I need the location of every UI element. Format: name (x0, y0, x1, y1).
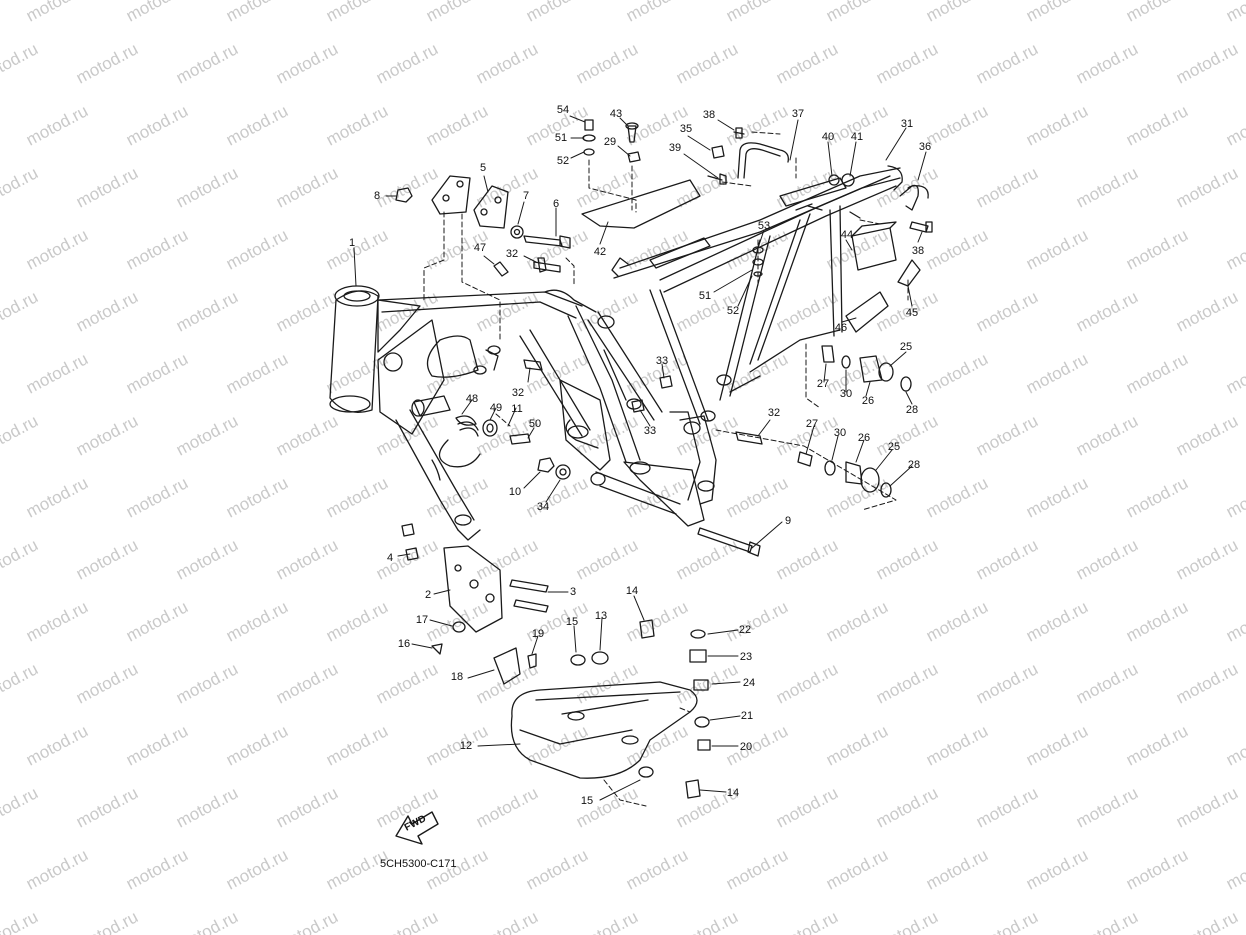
callout-16: 16 (397, 638, 411, 650)
callout-47: 47 (473, 242, 487, 254)
callout-28b: 28 (907, 459, 921, 471)
dashed-guides (423, 131, 909, 807)
callout-26b: 26 (857, 432, 871, 444)
callout-34: 34 (536, 501, 550, 513)
callout-15b: 15 (580, 795, 594, 807)
callout-45: 45 (905, 307, 919, 319)
callout-33a: 33 (655, 355, 669, 367)
callout-17: 17 (415, 614, 429, 626)
callout-19: 19 (531, 628, 545, 640)
callout-32a: 32 (505, 248, 519, 260)
callout-1: 1 (348, 237, 356, 249)
callout-49: 49 (489, 402, 503, 414)
fwd-arrow-icon (395, 811, 439, 845)
callout-20: 20 (739, 741, 753, 753)
leader-lines (353, 115, 927, 801)
callout-39: 39 (668, 142, 682, 154)
callout-12: 12 (459, 740, 473, 752)
callout-42: 42 (593, 246, 607, 258)
callout-14b: 14 (726, 787, 740, 799)
callout-31: 31 (900, 118, 914, 130)
callout-15a: 15 (565, 616, 579, 628)
callout-7: 7 (522, 190, 530, 202)
callout-38a: 38 (702, 109, 716, 121)
callout-54: 54 (556, 104, 570, 116)
callout-23: 23 (739, 651, 753, 663)
callout-32b: 32 (511, 387, 525, 399)
callout-43: 43 (609, 108, 623, 120)
callout-25a: 25 (899, 341, 913, 353)
callout-9: 9 (784, 515, 792, 527)
callout-30b: 30 (833, 427, 847, 439)
watermark-text: motod.ru (1223, 0, 1246, 26)
callout-6: 6 (552, 198, 560, 210)
callout-52a: 52 (556, 155, 570, 167)
callout-27b: 27 (805, 418, 819, 430)
callout-4: 4 (386, 552, 394, 564)
callout-46: 46 (834, 322, 848, 334)
callout-2: 2 (424, 589, 432, 601)
callout-21: 21 (740, 710, 754, 722)
callout-26a: 26 (861, 395, 875, 407)
callout-30a: 30 (839, 388, 853, 400)
callout-38b: 38 (911, 245, 925, 257)
callout-35: 35 (679, 123, 693, 135)
callout-14a: 14 (625, 585, 639, 597)
callout-40: 40 (821, 131, 835, 143)
callout-33b: 33 (643, 425, 657, 437)
callout-44: 44 (840, 229, 854, 241)
callout-28a: 28 (905, 404, 919, 416)
callout-18: 18 (450, 671, 464, 683)
callout-41: 41 (850, 131, 864, 143)
callout-50: 50 (528, 418, 542, 430)
callout-8: 8 (373, 190, 381, 202)
callout-52b: 52 (726, 305, 740, 317)
callout-36: 36 (918, 141, 932, 153)
main-frame (329, 285, 717, 541)
callout-51b: 51 (698, 290, 712, 302)
callout-53: 53 (757, 220, 771, 232)
callout-22: 22 (738, 624, 752, 636)
callout-27a: 27 (816, 378, 830, 390)
callout-48: 48 (465, 393, 479, 405)
callout-11: 11 (511, 403, 523, 415)
callout-37: 37 (791, 108, 805, 120)
callout-51a: 51 (554, 132, 568, 144)
callout-25b: 25 (887, 441, 901, 453)
callout-3: 3 (569, 586, 577, 598)
rear-subframe (611, 165, 903, 425)
callout-24: 24 (742, 677, 756, 689)
callout-32c: 32 (767, 407, 781, 419)
callout-10: 10 (508, 486, 522, 498)
callout-13: 13 (594, 610, 608, 622)
callout-5: 5 (479, 162, 487, 174)
callout-29: 29 (603, 136, 617, 148)
diagram-code: 5CH5300-C171 (380, 858, 457, 870)
fasteners (395, 119, 933, 799)
